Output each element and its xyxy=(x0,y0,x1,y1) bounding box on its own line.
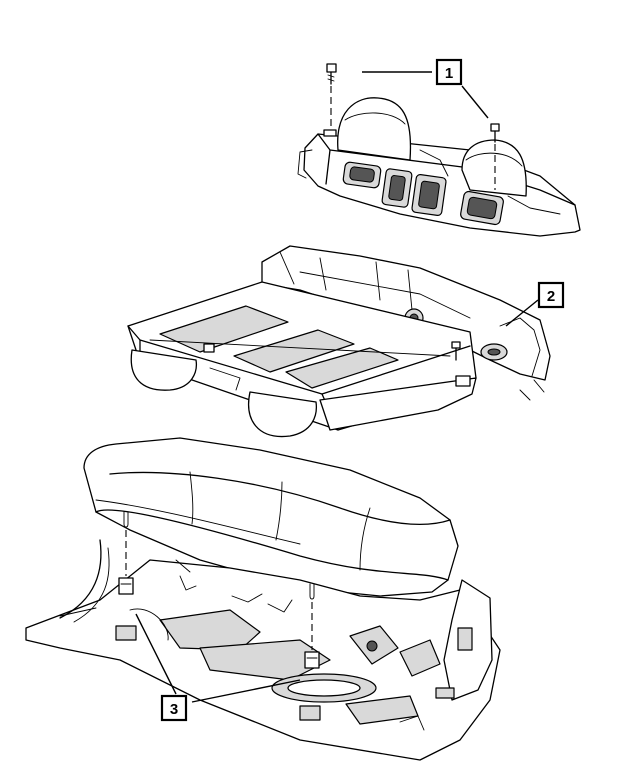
cushion-bolt xyxy=(451,341,461,361)
seat-cushion-frame xyxy=(127,245,551,438)
svg-text:3: 3 xyxy=(170,701,178,718)
callout-2: 2 xyxy=(537,281,565,309)
cushion-clip-left xyxy=(118,511,134,595)
right-headrest xyxy=(461,139,527,197)
svg-text:2: 2 xyxy=(547,288,555,305)
seat-back-frame xyxy=(297,97,581,237)
callout-3: 3 xyxy=(160,694,188,722)
headrest-bolt-left xyxy=(323,63,337,137)
svg-text:1: 1 xyxy=(445,65,453,82)
headrest-bolt-right xyxy=(490,123,500,190)
cushion-clip-right xyxy=(304,583,320,669)
left-headrest xyxy=(337,97,412,161)
callout-1: 1 xyxy=(435,58,463,86)
